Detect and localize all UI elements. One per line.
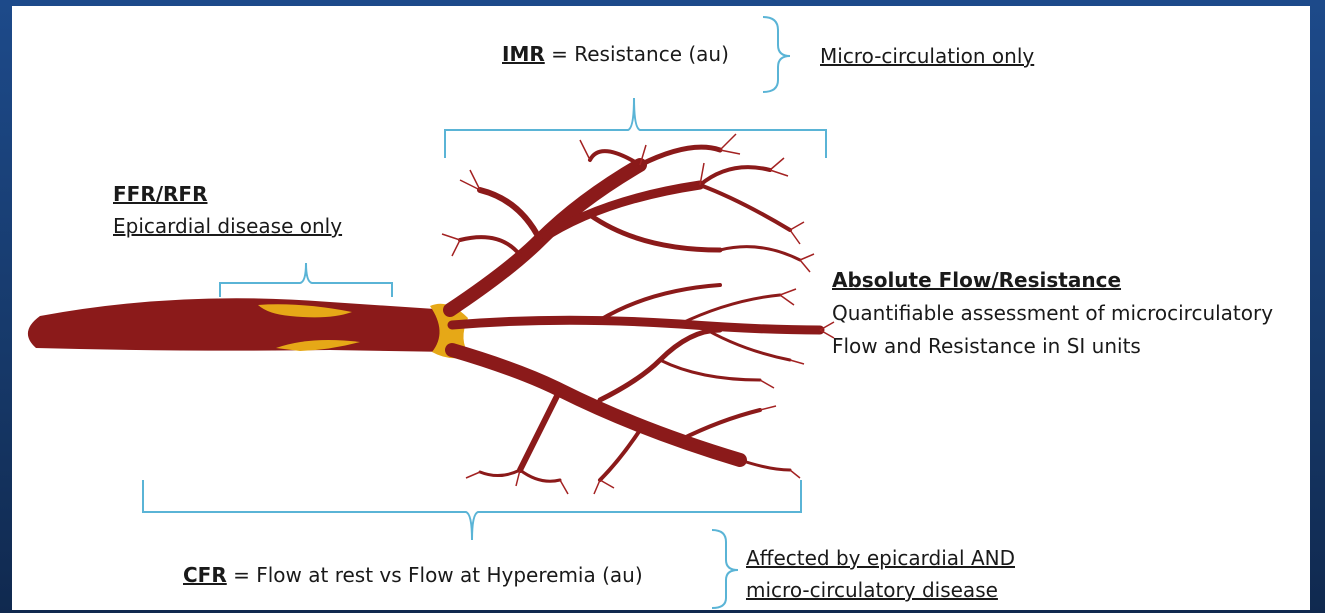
main-artery xyxy=(28,298,452,352)
cfr-abbr: CFR xyxy=(183,563,227,587)
absolute-title: Absolute Flow/Resistance xyxy=(832,268,1121,292)
cfr-label: CFR = Flow at rest vs Flow at Hyperemia … xyxy=(183,563,643,587)
cfr-note-line2: micro-circulatory disease xyxy=(746,578,998,602)
ffr-note: Epicardial disease only xyxy=(113,214,342,238)
ffr-title: FFR/RFR xyxy=(113,182,208,206)
epicardial-bracket xyxy=(220,263,392,297)
cfr-formula: = Flow at rest vs Flow at Hyperemia (au) xyxy=(233,563,643,587)
imr-formula: = Resistance (au) xyxy=(551,42,729,66)
cfr-brace xyxy=(712,530,738,608)
branches xyxy=(450,147,820,481)
absolute-line2: Flow and Resistance in SI units xyxy=(832,334,1141,358)
imr-abbr: IMR xyxy=(502,42,545,66)
capillaries xyxy=(442,134,834,494)
imr-label: IMR = Resistance (au) xyxy=(502,42,729,66)
imr-note: Micro-circulation only xyxy=(820,44,1034,68)
absolute-line1: Quantifiable assessment of microcirculat… xyxy=(832,301,1273,325)
microcirculation-bracket xyxy=(445,98,826,158)
cfr-note-line1: Affected by epicardial AND xyxy=(746,546,1015,570)
full-vessel-bracket xyxy=(143,480,801,540)
imr-brace xyxy=(763,17,790,92)
